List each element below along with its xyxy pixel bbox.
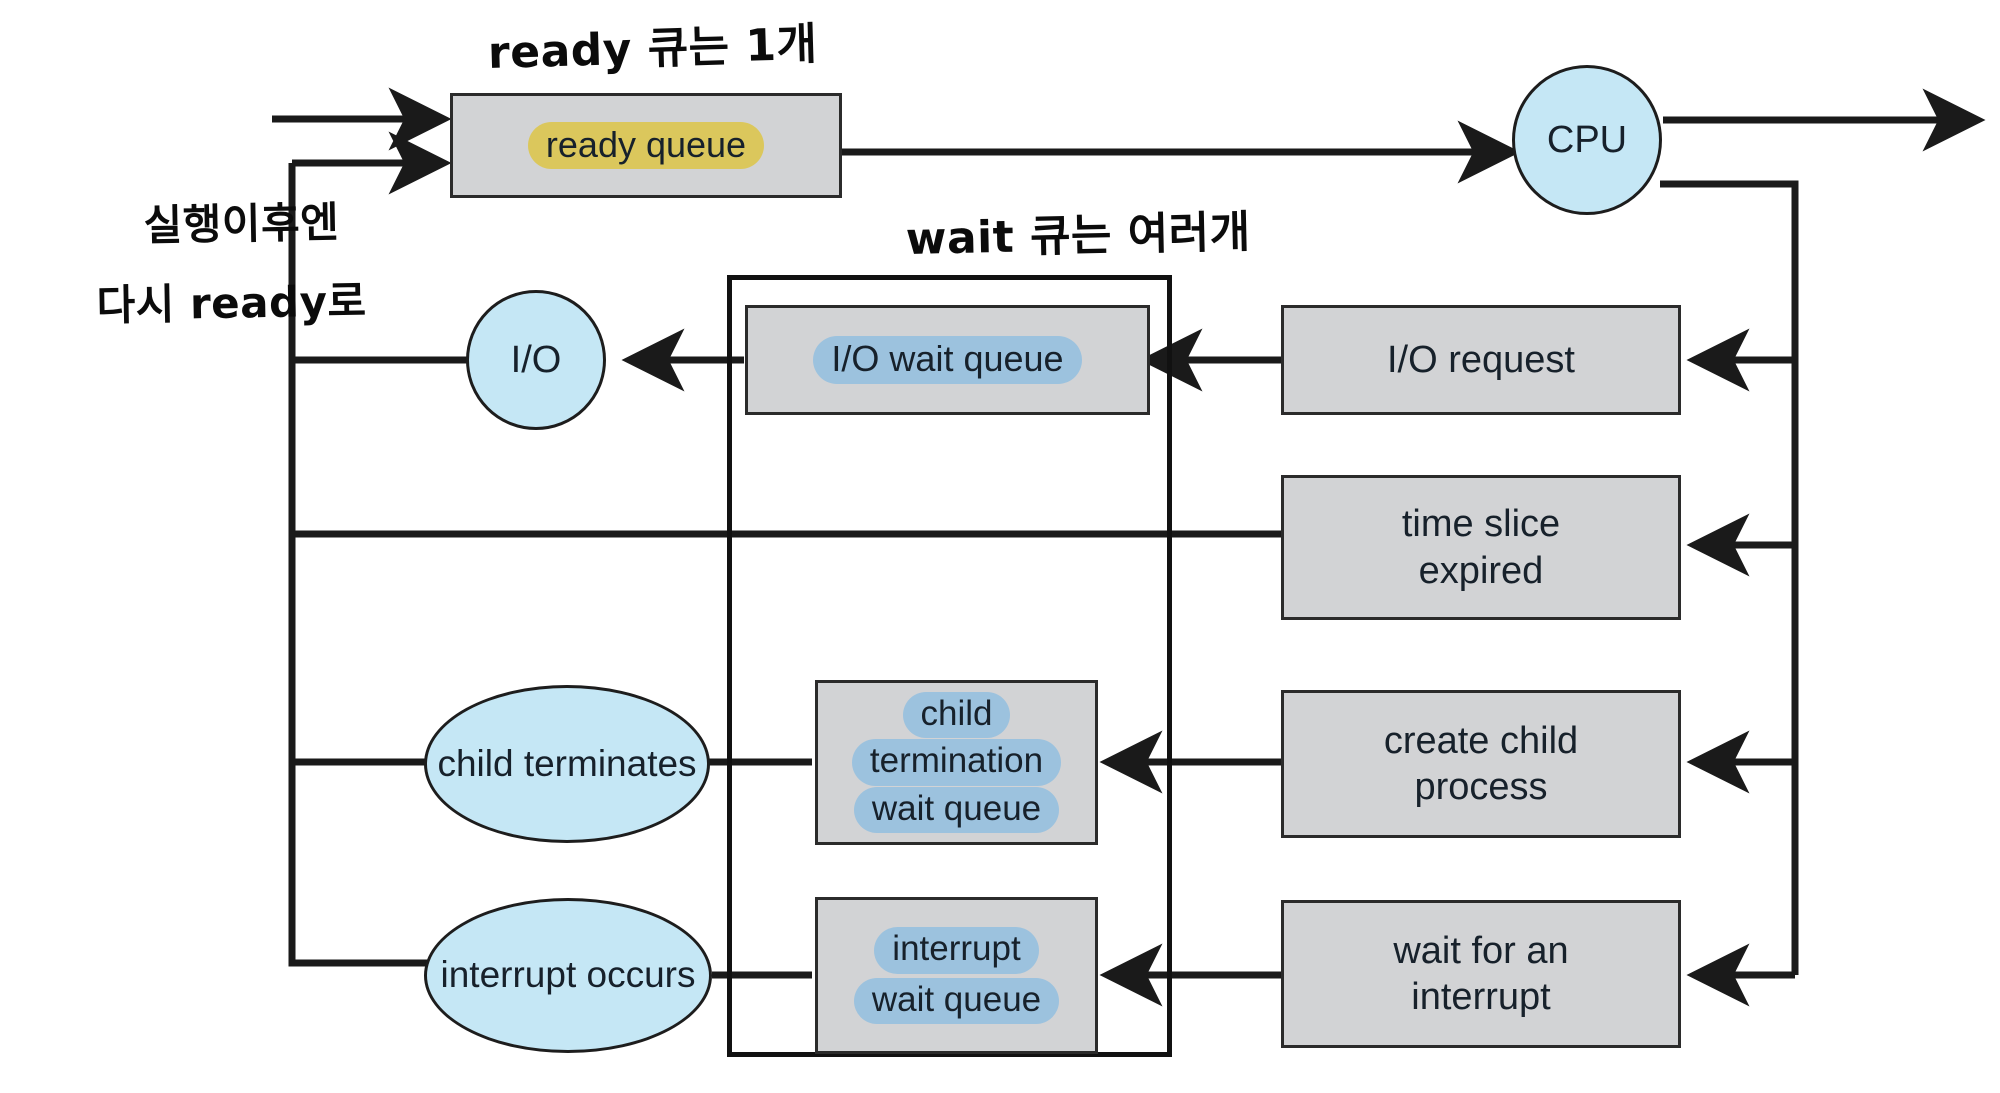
node-child-terminates[interactable]: child terminates [424, 685, 710, 843]
annotation-wait-queue-count: wait 큐는 여러개 [905, 206, 1252, 265]
time-slice-expired-line-2: expired [1418, 549, 1544, 592]
node-wait-for-an-interrupt[interactable]: wait for an interrupt [1281, 900, 1681, 1048]
child-termination-wait-queue-line-2: termination [851, 739, 1062, 786]
annotation-ready-queue-count: ready 큐는 1개 [487, 18, 819, 79]
annotation-reenter-ready-line-1: 실행이후엔 [143, 197, 340, 250]
interrupt-occurs-line-1: interrupt [440, 954, 577, 996]
interrupt-occurs-line-2: occurs [586, 954, 696, 996]
node-create-child-process[interactable]: create child process [1281, 690, 1681, 838]
time-slice-expired-line-1: time slice [1401, 503, 1561, 546]
node-ready-queue[interactable]: ready queue [450, 93, 842, 198]
ready-queue-label: ready queue [527, 121, 765, 170]
node-interrupt-occurs[interactable]: interrupt occurs [424, 898, 712, 1053]
node-io[interactable]: I/O [466, 290, 606, 430]
create-child-process-line-2: process [1414, 766, 1548, 808]
interrupt-wait-queue-line-2: wait queue [853, 977, 1060, 1025]
interrupt-wait-queue-line-1: interrupt [874, 926, 1039, 974]
child-termination-wait-queue-line-1: child [902, 691, 1011, 739]
child-terminates-line-1: child [437, 742, 514, 784]
child-termination-wait-queue-line-3: wait queue [853, 786, 1060, 834]
node-child-termination-wait-queue[interactable]: child termination wait queue [815, 680, 1098, 845]
annotation-reenter-ready-line-2: 다시 ready로 [96, 276, 368, 330]
wait-for-an-interrupt-line-2: interrupt [1411, 976, 1551, 1018]
node-io-request[interactable]: I/O request [1281, 305, 1681, 415]
create-child-process-line-1: create child [1383, 719, 1579, 762]
node-cpu[interactable]: CPU [1512, 65, 1662, 215]
node-interrupt-wait-queue[interactable]: interrupt wait queue [815, 897, 1098, 1054]
io-wait-queue-label: I/O wait queue [813, 336, 1082, 384]
io-label: I/O [510, 338, 562, 381]
wait-queues-container [727, 275, 1172, 1057]
node-time-slice-expired[interactable]: time slice expired [1281, 475, 1681, 620]
wait-for-an-interrupt-line-1: wait for an [1393, 929, 1569, 972]
child-terminates-line-2: terminates [523, 742, 697, 784]
cpu-label: CPU [1546, 118, 1628, 161]
io-request-label: I/O request [1387, 338, 1575, 381]
node-io-wait-queue[interactable]: I/O wait queue [745, 305, 1150, 415]
